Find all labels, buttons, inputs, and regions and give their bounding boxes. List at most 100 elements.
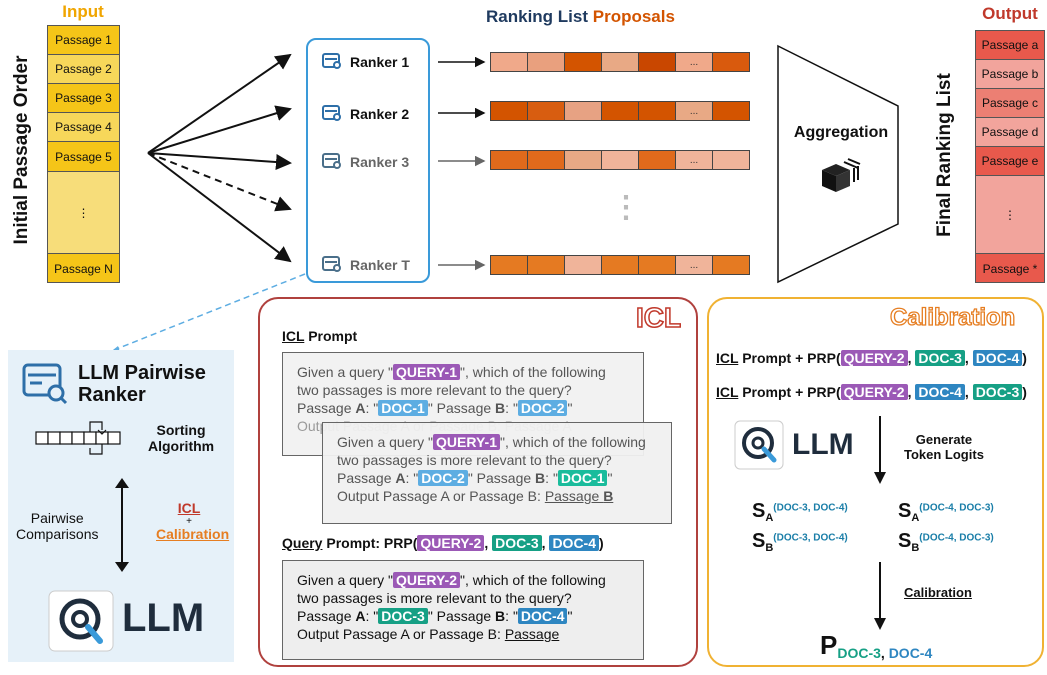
down-arrow-2 [874,562,886,630]
icl-tag: ICL [177,500,201,516]
ranking-list-header: Ranking List Proposals [486,7,675,27]
ranker-3: Ranker 3 [322,153,409,170]
score-sb-43: SB(DOC-4, DOC-3) [898,530,994,555]
input-title: Input [62,2,104,21]
score-sb-34: SB(DOC-3, DOC-4) [752,530,848,555]
aggregation-label: Aggregation [793,124,889,141]
prompt-line: Output Passage A or Passage B: Passage [297,626,560,642]
icl-prompt-label-icl: ICL [282,328,305,344]
prompt-line: two passages is more relevant to the que… [297,382,572,398]
sorting-algorithm-label: Sorting Algorithm [148,422,214,454]
sorting-line: Sorting [156,422,206,438]
input-passage: Passage 1 [48,26,119,55]
vertical-dots: ⋮ [611,191,641,224]
output-passage-ellipsis: ⋮ [976,176,1044,254]
generate-line: Generate [915,432,973,447]
aggregation-icon [822,158,861,192]
panel-title-line: Ranker [78,384,146,406]
panel-title: LLM Pairwise Ranker [78,362,206,406]
pairwise-line: Comparisons [16,526,99,542]
ranker-icon [322,153,341,169]
input-side-label: Initial Passage Order [11,55,32,245]
input-passage: Passage 3 [48,84,119,113]
proposal-bar-t: ... [490,255,750,275]
icl-calibration-label: ICL + Calibration [156,500,230,542]
output-passage: Passage d [976,118,1044,147]
input-passage: Passage N [54,261,113,276]
ranker-label: Ranker 3 [350,153,410,170]
prompt-line: two passages is more relevant to the que… [337,452,612,468]
prompt-line: Passage A: "DOC-1" Passage B: "DOC-2" [297,400,573,416]
ranker-t: Ranker T [322,256,410,273]
sorting-array-icon [35,421,121,455]
prompt-line: two passages is more relevant to the que… [297,590,572,606]
icl-example-box-2: Given a query "QUERY-1", which of the fo… [322,422,672,524]
icl-panel [258,297,698,667]
pairwise-comparisons-label: Pairwise Comparisons [16,510,98,542]
query-prompt-label-query: Query [282,535,323,551]
ranker-label: Ranker 1 [350,53,410,70]
proposal-bar-3: ... [490,150,750,170]
sorting-line: Algorithm [148,438,215,454]
query-prompt-box: Given a query "QUERY-2", which of the fo… [282,560,644,660]
generate-line: Token Logits [904,447,984,462]
calibration-title: Calibration [889,303,1016,331]
final-probability: PDOC-3, DOC-4 [820,630,933,662]
query-prompt-label: Query Prompt: PRP(QUERY-2, DOC-3, DOC-4) [282,535,604,551]
calib-prompt-line-2: ICL Prompt + PRP(QUERY-2, DOC-4, DOC-3) [716,384,1027,400]
calibration-step-label: Calibration [904,585,972,600]
input-passage-ellipsis: ⋮ [48,172,119,254]
score-sa-43: SA(DOC-4, DOC-3) [898,500,994,525]
prompt-line: Given a query "QUERY-2", which of the fo… [297,572,606,588]
llm-label: LLM [122,596,205,640]
prompt-line: Passage A: "DOC-3" Passage B: "DOC-4" [297,608,573,624]
generate-logits-label: Generate Token Logits [904,432,984,462]
prompt-line: Given a query "QUERY-1", which of the fo… [297,364,606,380]
plus-sign: + [186,516,192,527]
down-arrow-1 [874,416,886,484]
ranker-icon [322,105,341,121]
prompt-line: Passage A: "DOC-2" Passage B: "DOC-1" [337,470,613,486]
calibration-tag: Calibration [156,526,230,542]
output-passage: Passage c [976,89,1044,118]
score-sa-34: SA(DOC-3, DOC-4) [752,500,848,525]
icl-prompt-label: ICL Prompt [282,328,357,344]
calib-prompt-line-1: ICL Prompt + PRP(QUERY-2, DOC-3, DOC-4) [716,350,1027,366]
icl-prompt-label-rest: Prompt [304,328,358,344]
llm-logo-icon [48,590,114,652]
fanout-arrows [147,53,292,263]
ranker-icon [22,363,68,405]
calib-llm-label: LLM [792,428,854,461]
ranking-list-label: Ranking List [486,7,593,26]
input-passage: Passage 4 [48,113,119,142]
ranker-label: Ranker T [350,256,410,273]
output-passage: Passage b [976,60,1044,89]
llm-logo-icon [734,420,784,470]
icl-title: ICL [635,301,682,334]
input-passage: Passage 5 [48,142,119,172]
ranker-1: Ranker 1 [322,53,409,70]
ranker-label: Ranker 2 [350,105,410,122]
output-passage-list: Passage a Passage b Passage c Passage d … [975,30,1045,283]
llm-pairwise-panel: LLM Pairwise Ranker Sorting Algorithm Pa… [8,350,234,662]
prompt-line: Output Passage A or Passage B: Passage B [337,488,614,504]
proposals-label: Proposals [592,7,675,26]
prompt-line: Given a query "QUERY-1", which of the fo… [337,434,646,450]
input-passage: Passage 2 [48,55,119,84]
ranker-icon [322,256,341,272]
bidirectional-arrow [115,478,129,572]
rankers-box: Ranker 1 Ranker 2 Ranker 3 Ranker T [306,38,430,283]
input-passage-list: Passage 1 Passage 2 Passage 3 Passage 4 … [47,25,120,283]
panel-title-line: LLM Pairwise [78,362,206,384]
output-side-label: Final Ranking List [934,73,955,237]
output-passage: Passage a [976,31,1044,60]
output-title: Output [982,4,1038,23]
ranker-icon [322,53,341,69]
proposal-bar-2: ... [490,101,750,121]
calibration-panel [707,297,1044,667]
output-passage: Passage e [976,147,1044,176]
pairwise-line: Pairwise [30,510,84,526]
ranker-to-proposal-arrows [438,56,486,271]
ranker-2: Ranker 2 [322,105,409,122]
aggregation-funnel [777,44,899,284]
